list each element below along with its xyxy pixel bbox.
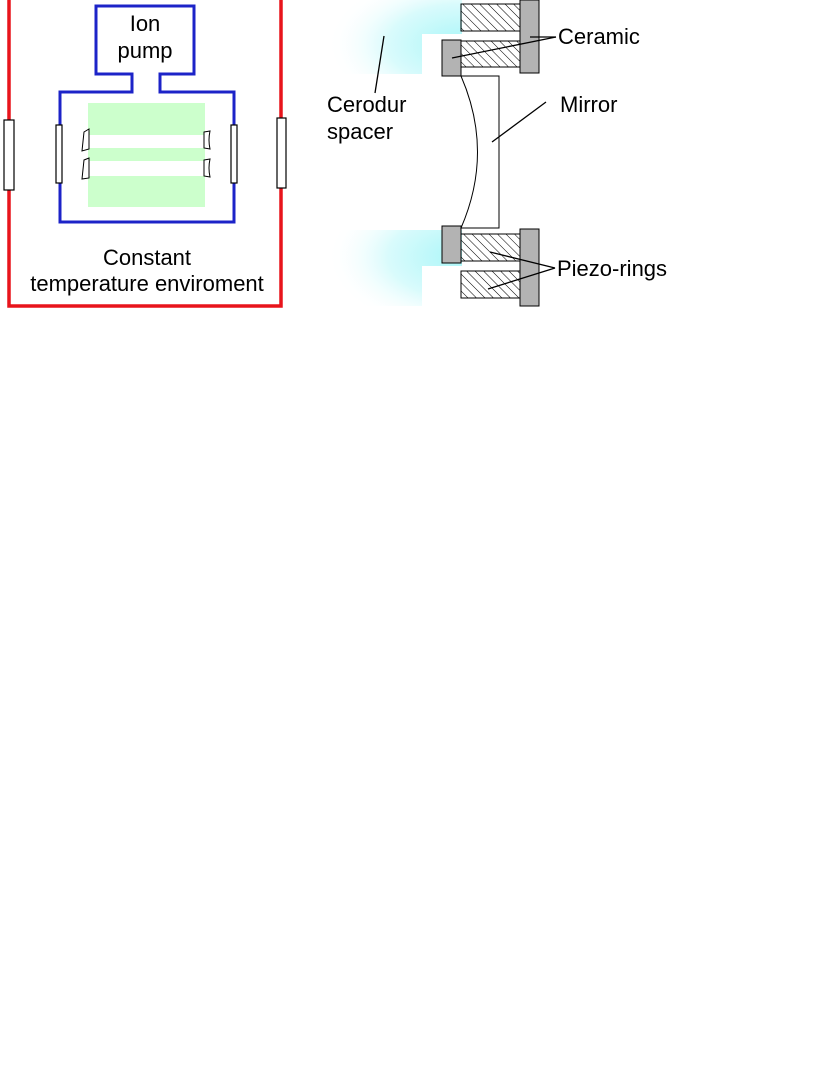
ceramic-bottom-right (519, 228, 540, 307)
spacer-glow-top (327, 0, 462, 74)
spacer-block-top (88, 103, 205, 135)
ceramic-bottom-left (441, 225, 462, 264)
spacer-block-bottom (88, 176, 205, 207)
pump-label-line1: Ion (130, 11, 161, 36)
vacuum-chamber (58, 4, 236, 224)
outer-window-right (276, 117, 287, 189)
left-panel: Ion pump Constant temperature enviroment (3, 0, 287, 308)
ceramic-leader-1 (451, 36, 557, 59)
inner-window-right (230, 124, 238, 184)
outer-window-left (3, 119, 15, 191)
piezo-leader-1 (489, 251, 556, 269)
piezo-label: Piezo-rings (557, 256, 667, 281)
spacer-block-middle (88, 148, 205, 161)
piezo-leader-2 (487, 267, 556, 290)
spacer-label-line1: Cerodur (327, 92, 406, 117)
spacer-glow-bottom (327, 230, 462, 306)
env-label-line1: Constant (103, 245, 191, 270)
spacer-leader (374, 35, 385, 94)
env-label-line2: temperature enviroment (30, 271, 264, 296)
mirror-label: Mirror (560, 92, 617, 117)
piezo-ring-bottom-lower (460, 270, 522, 299)
mirror-left-top (81, 128, 90, 152)
mirror (460, 75, 500, 229)
inner-window-left (55, 124, 63, 184)
mirror-left-bottom (81, 157, 90, 180)
piezo-ring-top-upper (460, 3, 522, 32)
spacer-label-line2: spacer (327, 119, 393, 144)
mirror-right-top (203, 130, 211, 150)
ceramic-label: Ceramic (558, 24, 640, 49)
right-panel: Ceramic Mirror Cerodur spacer Piezo-ring… (327, 0, 667, 307)
ceramic-top-left (441, 39, 462, 77)
pump-label-line2: pump (117, 38, 172, 63)
mirror-right-bottom (203, 158, 211, 178)
mirror-leader (491, 101, 547, 143)
